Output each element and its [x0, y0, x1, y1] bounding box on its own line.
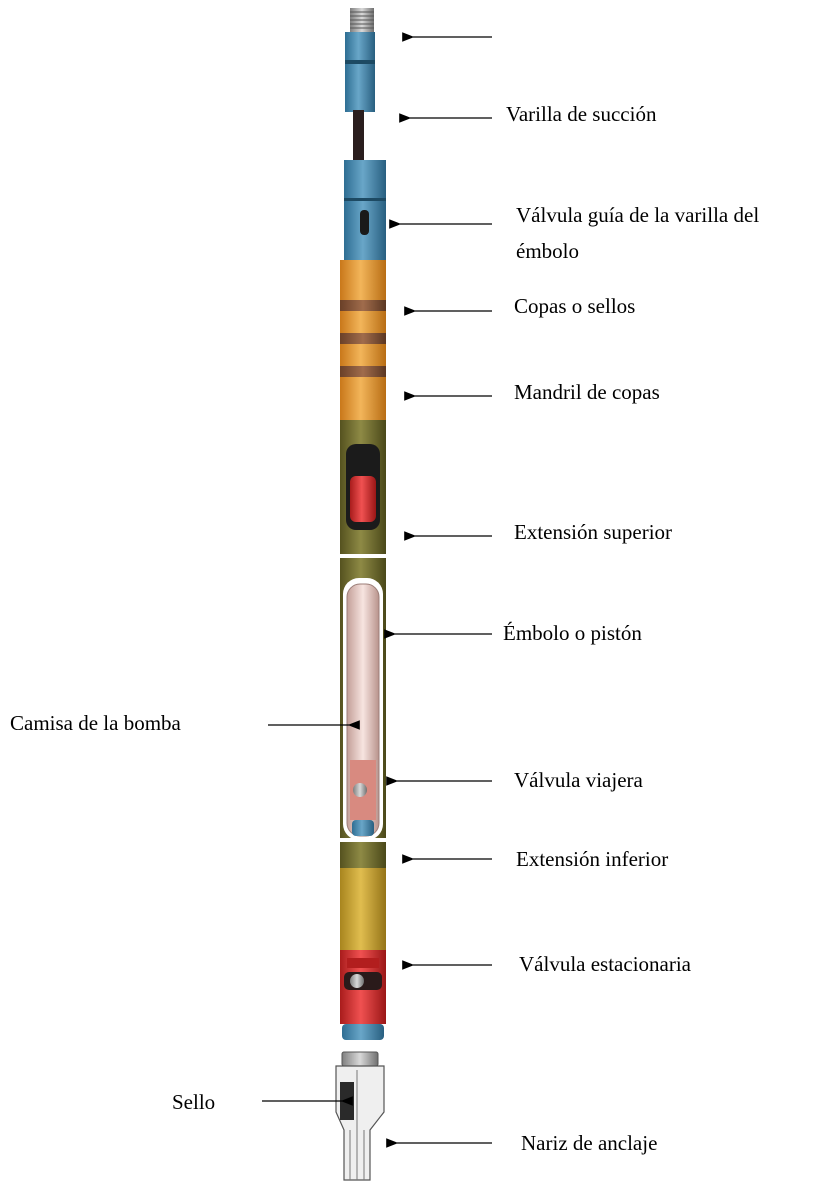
label-varilla-succion: Varilla de succión [506, 102, 657, 126]
leader-lines [262, 32, 492, 1148]
label-valvula-viajera: Válvula viajera [514, 768, 644, 792]
seal-ring-1 [340, 300, 386, 311]
label-extension-inferior: Extensión inferior [516, 847, 668, 871]
seal-ring-3 [340, 366, 386, 377]
label-valvula-guia-1: Válvula guía de la varilla del [516, 203, 759, 227]
seal-ring-2 [340, 333, 386, 344]
label-valvula-estacionaria: Válvula estacionaria [519, 952, 692, 976]
label-camisa-bomba: Camisa de la bomba [10, 711, 182, 735]
label-valvula-guia-2: émbolo [516, 239, 579, 263]
labels: Varilla de succión Válvula guía de la va… [10, 102, 759, 1155]
label-nariz-anclaje: Nariz de anclaje [521, 1131, 657, 1155]
lower-extension [340, 842, 386, 868]
top-coupling [345, 32, 375, 112]
label-extension-superior: Extensión superior [514, 520, 672, 544]
bottom-cap [342, 1024, 384, 1040]
gold-section [340, 868, 386, 950]
label-mandril-copas: Mandril de copas [514, 380, 660, 404]
label-copas-sellos: Copas o sellos [514, 294, 635, 318]
sucker-rod [353, 110, 364, 162]
anchor-assembly [335, 1051, 385, 1181]
pump-illustration [335, 8, 386, 1181]
label-embolo-piston: Émbolo o pistón [503, 621, 642, 645]
label-sello: Sello [172, 1090, 215, 1114]
